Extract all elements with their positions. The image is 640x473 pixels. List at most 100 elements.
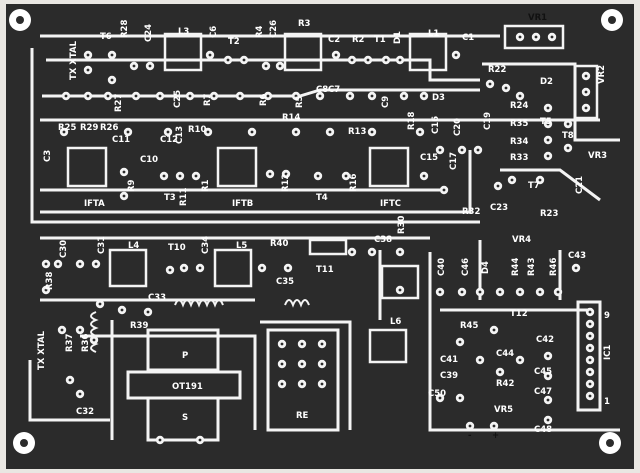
pad-drill-hole	[498, 370, 502, 374]
label-c10: C10	[140, 155, 158, 165]
label-c42: C42	[536, 335, 554, 345]
pad-drill-hole	[78, 328, 82, 332]
pad-drill-hole	[64, 94, 68, 98]
pad-drill-hole	[418, 130, 422, 134]
pad-drill-hole	[86, 53, 90, 57]
label-l5: L5	[236, 241, 247, 251]
label-r13: R13	[348, 127, 366, 137]
pad-drill-hole	[122, 170, 126, 174]
label-c26: C26	[269, 20, 279, 38]
pad-drill-hole	[546, 106, 550, 110]
pad-drill-hole	[208, 53, 212, 57]
pad-drill-hole	[370, 130, 374, 134]
pad-drill-hole	[250, 130, 254, 134]
pad-drill-hole	[44, 262, 48, 266]
pad-drill-hole	[518, 35, 522, 39]
pad-drill-hole	[132, 64, 136, 68]
label-r14: R14	[282, 113, 300, 123]
label-d1: D1	[393, 31, 403, 44]
label-t12: T12	[510, 309, 528, 319]
label-r30: R30	[397, 216, 407, 234]
pad-drill-hole	[546, 374, 550, 378]
label-l1: L1	[428, 29, 439, 39]
pad-drill-hole	[588, 358, 592, 362]
pad-drill-hole	[458, 396, 462, 400]
label-c47: C47	[534, 387, 552, 397]
pad-drill-hole	[566, 146, 570, 150]
pad-drill-hole	[86, 94, 90, 98]
label-r4: R4	[255, 25, 265, 38]
label-l6: L6	[390, 317, 401, 327]
pad-drill-hole	[370, 250, 374, 254]
label-c25: C25	[173, 90, 183, 108]
pad-drill-hole	[350, 58, 354, 62]
label-c43: C43	[568, 251, 586, 261]
pad-drill-hole	[588, 382, 592, 386]
pad-drill-hole	[468, 424, 472, 428]
label-c40: C40	[437, 258, 447, 276]
component-outlines	[66, 24, 599, 364]
pad-drill-hole	[460, 148, 464, 152]
pad-drill-hole	[496, 184, 500, 188]
pad-drill-hole	[260, 266, 264, 270]
label-c48: C48	[534, 425, 552, 435]
pad-drill-hole	[398, 288, 402, 292]
pad-drill-hole	[182, 266, 186, 270]
label-c16: C16	[431, 116, 441, 134]
label-r1: R1	[201, 179, 211, 192]
label-r28: R28	[120, 20, 130, 38]
label-ot191: OT191	[172, 382, 203, 392]
pad-drill-hole	[458, 340, 462, 344]
pad-drill-hole	[92, 338, 96, 342]
pad-drill-hole	[178, 174, 182, 178]
pad-drill-hole	[162, 174, 166, 178]
label-r39: R39	[130, 321, 148, 331]
pad-drill-hole	[504, 86, 508, 90]
pad-drill-hole	[422, 174, 426, 178]
label-c12: C12	[160, 135, 178, 145]
relay-outline	[266, 328, 340, 432]
label-tx-xtal-top: TX XTAL	[69, 40, 79, 80]
label-t6: T6	[100, 32, 112, 42]
label-c23: C23	[490, 203, 508, 213]
label-t2: T2	[228, 37, 240, 47]
pad-drill-hole	[146, 310, 150, 314]
label-c7: C7	[328, 85, 340, 95]
pad-drill-hole	[62, 130, 66, 134]
pad-drill-hole	[328, 130, 332, 134]
pad-drill-hole	[300, 342, 304, 346]
label-r7: R7	[203, 93, 213, 106]
label-r33: R33	[510, 153, 528, 163]
pad-drill-hole	[518, 94, 522, 98]
pad-drill-hole	[60, 328, 64, 332]
pad-drill-hole	[168, 268, 172, 272]
pad-drill-hole	[264, 64, 268, 68]
pad-drill-hole	[148, 64, 152, 68]
label-r45: R45	[460, 321, 478, 331]
pad-drill-hole	[546, 122, 550, 126]
pad-drill-hole	[212, 94, 216, 98]
pad-drill-hole	[348, 94, 352, 98]
label-c13: C13	[175, 126, 185, 144]
pad-drill-hole	[286, 266, 290, 270]
label-r44: R44	[511, 258, 521, 276]
label-r5: R5	[295, 95, 305, 108]
label-t7: T7	[528, 181, 540, 191]
pad-drill-hole	[384, 58, 388, 62]
label-c21: C21	[575, 176, 585, 194]
label-minus: -	[468, 431, 472, 441]
pad-drill-hole	[546, 138, 550, 142]
label-r25: R25	[58, 123, 76, 133]
pad-drill-hole	[320, 362, 324, 366]
pad-drill-hole	[398, 250, 402, 254]
pad-drill-hole	[120, 308, 124, 312]
label-r27: R27	[114, 94, 124, 112]
pad-drill-hole	[78, 262, 82, 266]
pad-drill-hole	[566, 122, 570, 126]
pad-drill-hole	[134, 94, 138, 98]
label-c50: C50	[428, 389, 446, 399]
pad-drill-hole	[198, 438, 202, 442]
pad-drill-hole	[454, 53, 458, 57]
